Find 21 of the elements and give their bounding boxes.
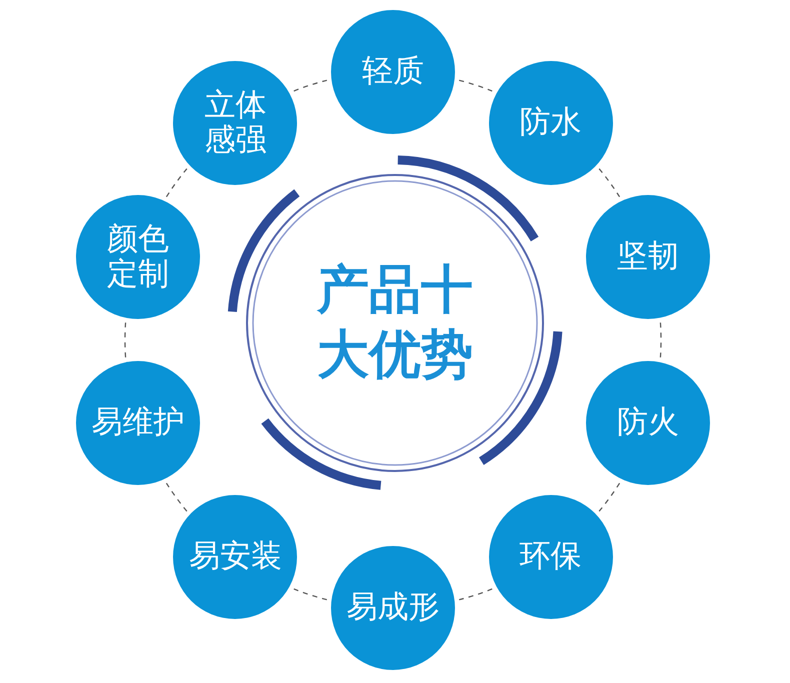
dashed-connector xyxy=(598,482,620,512)
dashed-connector xyxy=(598,168,620,198)
feature-label: 轻质 xyxy=(361,54,425,90)
dashed-connector xyxy=(294,588,328,600)
feature-label: 环保 xyxy=(518,538,583,575)
feature-label: 易维护 xyxy=(90,404,186,441)
feature-label: 防火 xyxy=(616,404,680,441)
dashed-connector xyxy=(294,80,328,92)
feature-label: 立体感强 xyxy=(203,88,268,159)
dashed-connector xyxy=(458,80,492,92)
feature-label: 防水 xyxy=(518,105,583,141)
dashed-connector xyxy=(166,168,188,198)
title-text: 产品十大优势 xyxy=(316,259,474,387)
dashed-connector xyxy=(660,322,662,358)
feature-label: 易安装 xyxy=(188,538,283,575)
dashed-connector xyxy=(458,588,492,600)
dashed-connector xyxy=(166,482,188,512)
dashed-connector xyxy=(124,322,126,358)
feature-label: 易成形 xyxy=(346,590,440,626)
feature-label: 坚韧 xyxy=(616,239,680,275)
feature-label: 颜色定制 xyxy=(106,222,170,293)
